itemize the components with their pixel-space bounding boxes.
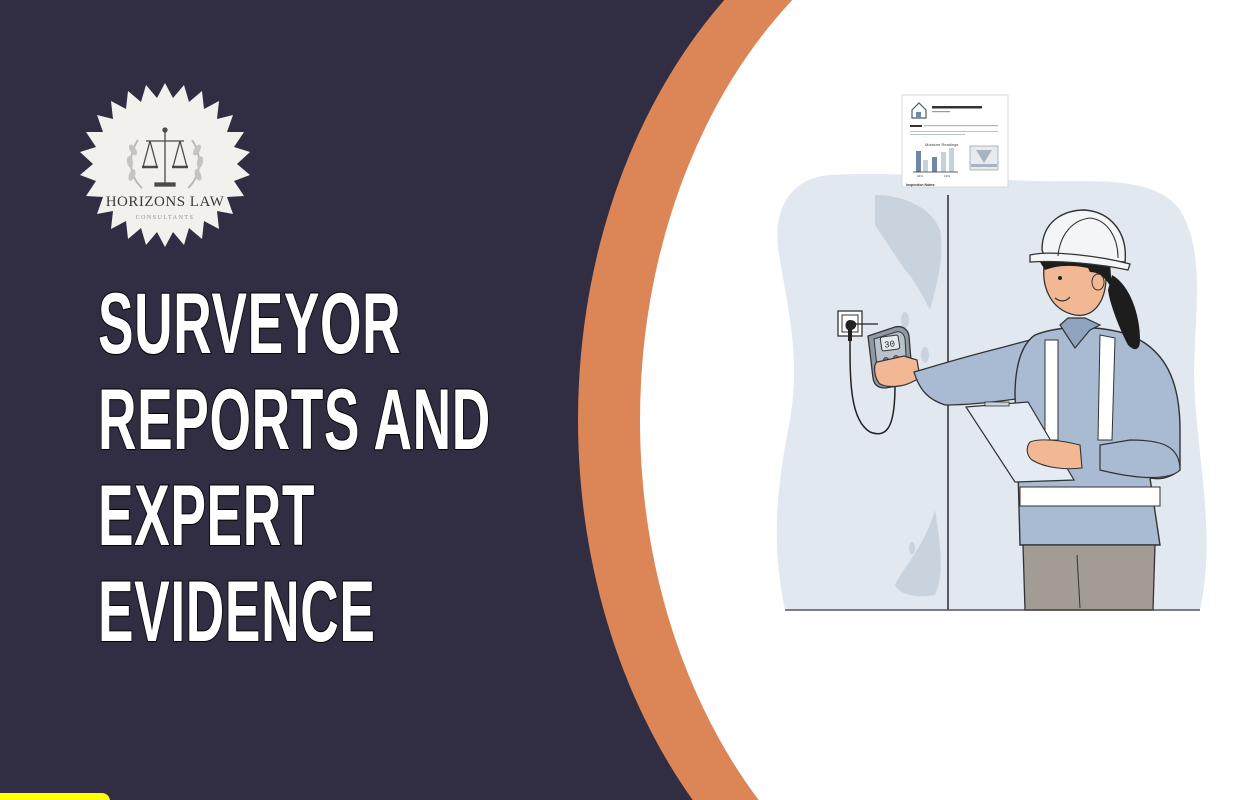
title-line-3: EXPERT	[97, 467, 316, 565]
title-line-2: REPORTS AND	[97, 371, 491, 469]
scales-of-justice-icon	[142, 127, 188, 187]
svg-text:30: 30	[884, 339, 896, 350]
svg-text:13%: 13%	[944, 174, 950, 178]
hand-left	[1026, 439, 1083, 470]
wall-socket	[837, 310, 896, 435]
trousers	[1022, 544, 1156, 611]
horizons-law-logo: HORIZONS LAW CONSULTANTS	[80, 80, 250, 250]
logo-name: HORIZONS LAW	[105, 194, 225, 210]
arm-sleeve	[913, 339, 1046, 406]
title-line-4: EVIDENCE	[97, 563, 376, 661]
svg-text:Moisture Readings: Moisture Readings	[925, 142, 958, 147]
yellow-accent-tab	[0, 793, 110, 800]
page-title: SURVEYOR REPORTS AND EXPERT EVIDENCE	[97, 275, 732, 661]
svg-text:24%: 24%	[917, 174, 923, 178]
title-line-1: SURVEYOR	[97, 275, 402, 373]
logo-subtitle: CONSULTANTS	[135, 215, 195, 221]
damp-stain	[875, 195, 942, 310]
vest-reflective-stripe	[1019, 486, 1161, 507]
hand	[874, 355, 921, 388]
starburst-badge-icon	[80, 83, 250, 247]
worker-head	[1029, 209, 1140, 350]
inspection-report-doc: Moisture Readings 24% 13% Inspection Not…	[901, 94, 1009, 188]
svg-text:Inspection Notes:: Inspection Notes:	[906, 183, 935, 187]
